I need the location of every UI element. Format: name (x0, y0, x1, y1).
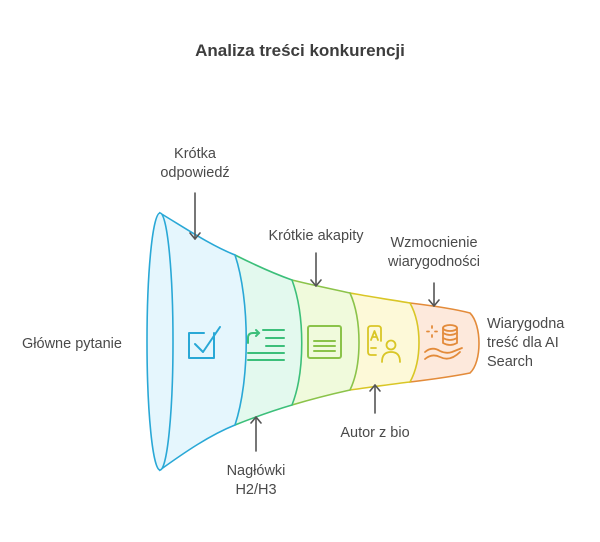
label-short-answer: Krótka odpowiedź (160, 146, 230, 181)
funnel-segment-credibility (409, 302, 480, 383)
funnel-segment-short-answer (146, 211, 248, 472)
arrow-credibility (428, 282, 440, 307)
author-profile-icon (367, 325, 401, 363)
database-hand-icon (424, 324, 463, 360)
arrow-headings (250, 416, 262, 452)
checkbox-icon (188, 326, 221, 359)
funnel-mouth (146, 212, 174, 471)
label-headings: Nagłówki H2/H3 (226, 463, 286, 498)
output-label: Wiarygodna treść dla AI Search (487, 316, 565, 370)
label-credibility: Wzmocnienie wiarygodności (388, 235, 480, 270)
document-lines-icon (307, 325, 342, 359)
arrow-short-paragraphs (310, 252, 322, 287)
funnel-segment-headings (234, 253, 303, 427)
input-label: Główne pytanie (22, 336, 122, 352)
label-author-bio: Autor z bio (340, 425, 410, 441)
indent-list-icon (247, 329, 285, 361)
label-short-paragraphs: Krótkie akapity (268, 228, 364, 244)
arrow-short-answer (189, 192, 201, 240)
diagram-title: Analiza treści konkurencji (195, 41, 405, 60)
arrow-author-bio (369, 384, 381, 414)
funnel-segment-short-paragraphs (291, 278, 360, 407)
funnel-segment-author-bio (349, 292, 420, 391)
